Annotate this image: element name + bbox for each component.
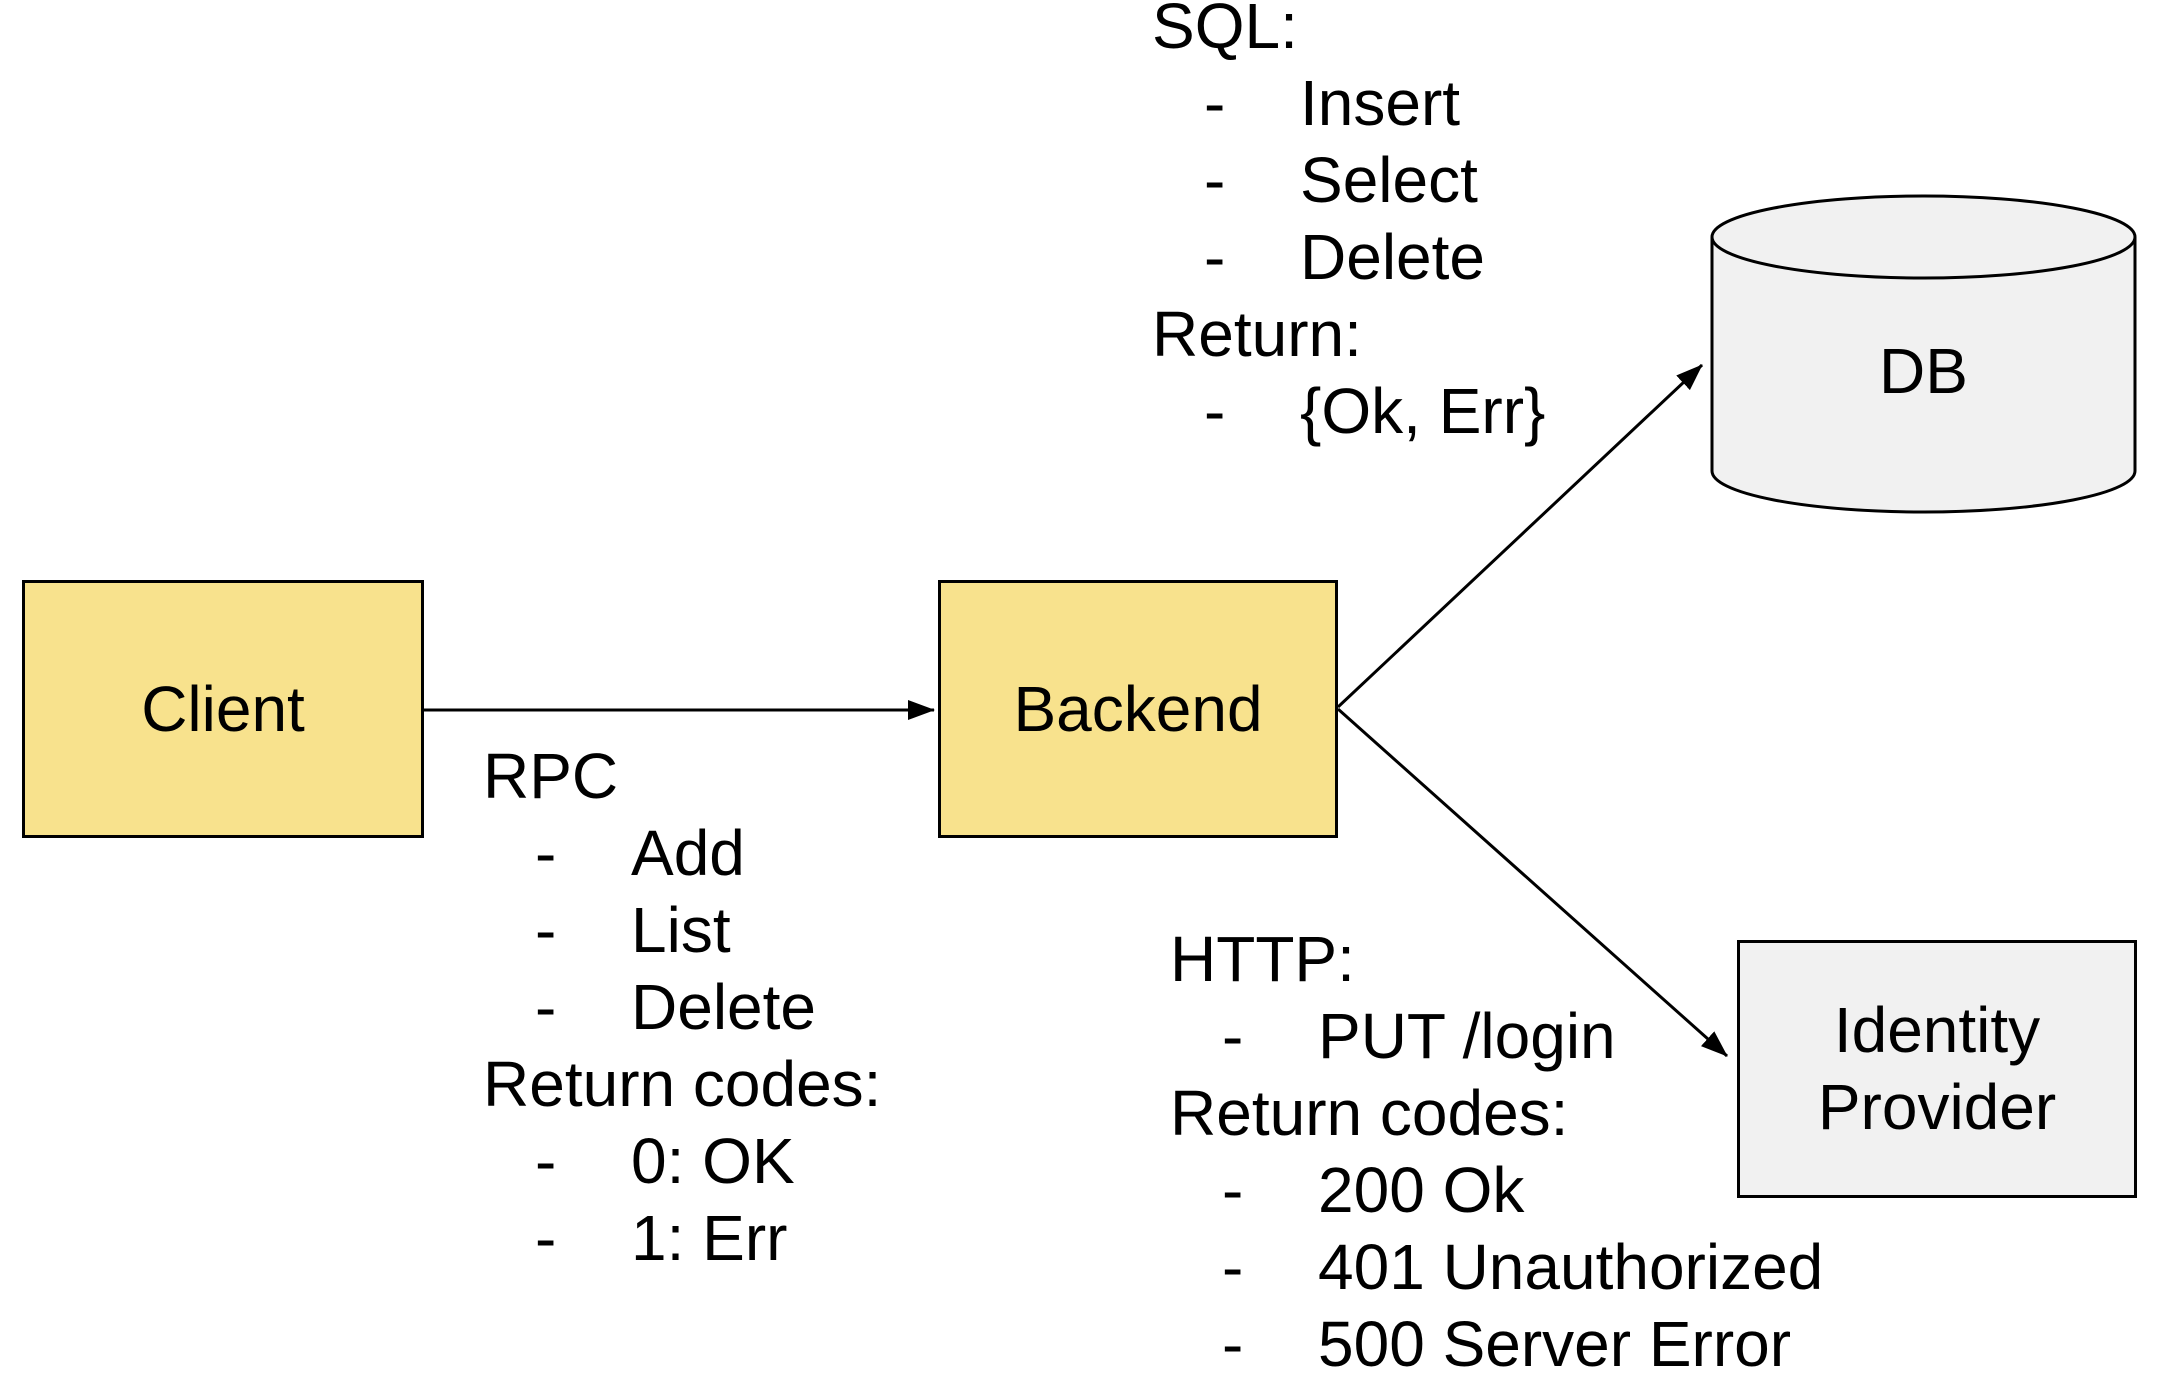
sql-title: SQL: (1152, 0, 1298, 62)
bullet-dash: - (1204, 221, 1226, 293)
list-item: - 500 Server Error (1222, 1306, 1823, 1383)
identity-provider-label-line2: Provider (1817, 1071, 2057, 1143)
bullet-dash: - (1204, 67, 1226, 139)
list-item-text: List (631, 894, 731, 966)
bullet-dash: - (535, 1125, 557, 1197)
backend-node-label: Backend (1013, 672, 1263, 745)
identity-provider-node: Identity Provider (1737, 940, 2137, 1198)
list-item: - Delete (535, 969, 881, 1046)
bullet-dash: - (535, 894, 557, 966)
http-title: HTTP: (1170, 923, 1355, 995)
bullet-dash: - (1222, 1308, 1244, 1380)
list-item-text: Delete (1300, 221, 1485, 293)
list-item: - List (535, 892, 881, 969)
backend-node: Backend (938, 580, 1338, 838)
list-item-text: 401 Unauthorized (1318, 1231, 1824, 1303)
bullet-dash: - (1204, 144, 1226, 216)
identity-provider-label-line1: Identity (1833, 994, 2041, 1066)
list-item: - Add (535, 815, 881, 892)
rpc-edge-annotation: RPC - Add - List - Delete Return codes: … (483, 738, 881, 1277)
list-item: - PUT /login (1222, 998, 1823, 1075)
client-node: Client (22, 580, 424, 838)
bullet-dash: - (535, 971, 557, 1043)
list-item: - {Ok, Err} (1204, 373, 1545, 450)
rpc-title: RPC (483, 740, 619, 812)
db-cylinder-body (1710, 237, 2137, 514)
list-item-text: {Ok, Err} (1300, 375, 1546, 447)
list-item-text: Select (1300, 144, 1478, 216)
list-item-text: 1: Err (631, 1202, 788, 1274)
list-item-text: 500 Server Error (1318, 1308, 1792, 1380)
list-item: - Insert (1204, 65, 1545, 142)
sql-edge-annotation: SQL: - Insert - Select - Delete Return: … (1152, 0, 1545, 450)
list-item: - Select (1204, 142, 1545, 219)
http-return-codes-title: Return codes: (1170, 1077, 1569, 1149)
list-item-text: Add (631, 817, 745, 889)
db-node-label: DB (1879, 335, 1968, 407)
client-node-label: Client (141, 672, 305, 745)
bullet-dash: - (1222, 1231, 1244, 1303)
list-item-text: Delete (631, 971, 816, 1043)
list-item: - 1: Err (535, 1200, 881, 1277)
list-item: - 200 Ok (1222, 1152, 1823, 1229)
list-item-text: Insert (1300, 67, 1461, 139)
bullet-dash: - (1222, 1000, 1244, 1072)
db-node (1710, 194, 2137, 514)
http-edge-annotation: HTTP: - PUT /login Return codes: - 200 O… (1170, 921, 1823, 1383)
bullet-dash: - (535, 1202, 557, 1274)
bullet-dash: - (535, 817, 557, 889)
list-item-text: PUT /login (1318, 1000, 1616, 1072)
rpc-return-codes-title: Return codes: (483, 1048, 882, 1120)
list-item-text: 0: OK (631, 1125, 795, 1197)
bullet-dash: - (1204, 375, 1226, 447)
list-item: - 0: OK (535, 1123, 881, 1200)
db-cylinder-top (1710, 194, 2137, 280)
bullet-dash: - (1222, 1154, 1244, 1226)
list-item: - 401 Unauthorized (1222, 1229, 1823, 1306)
list-item: - Delete (1204, 219, 1545, 296)
sql-return-title: Return: (1152, 298, 1362, 370)
list-item-text: 200 Ok (1318, 1154, 1525, 1226)
